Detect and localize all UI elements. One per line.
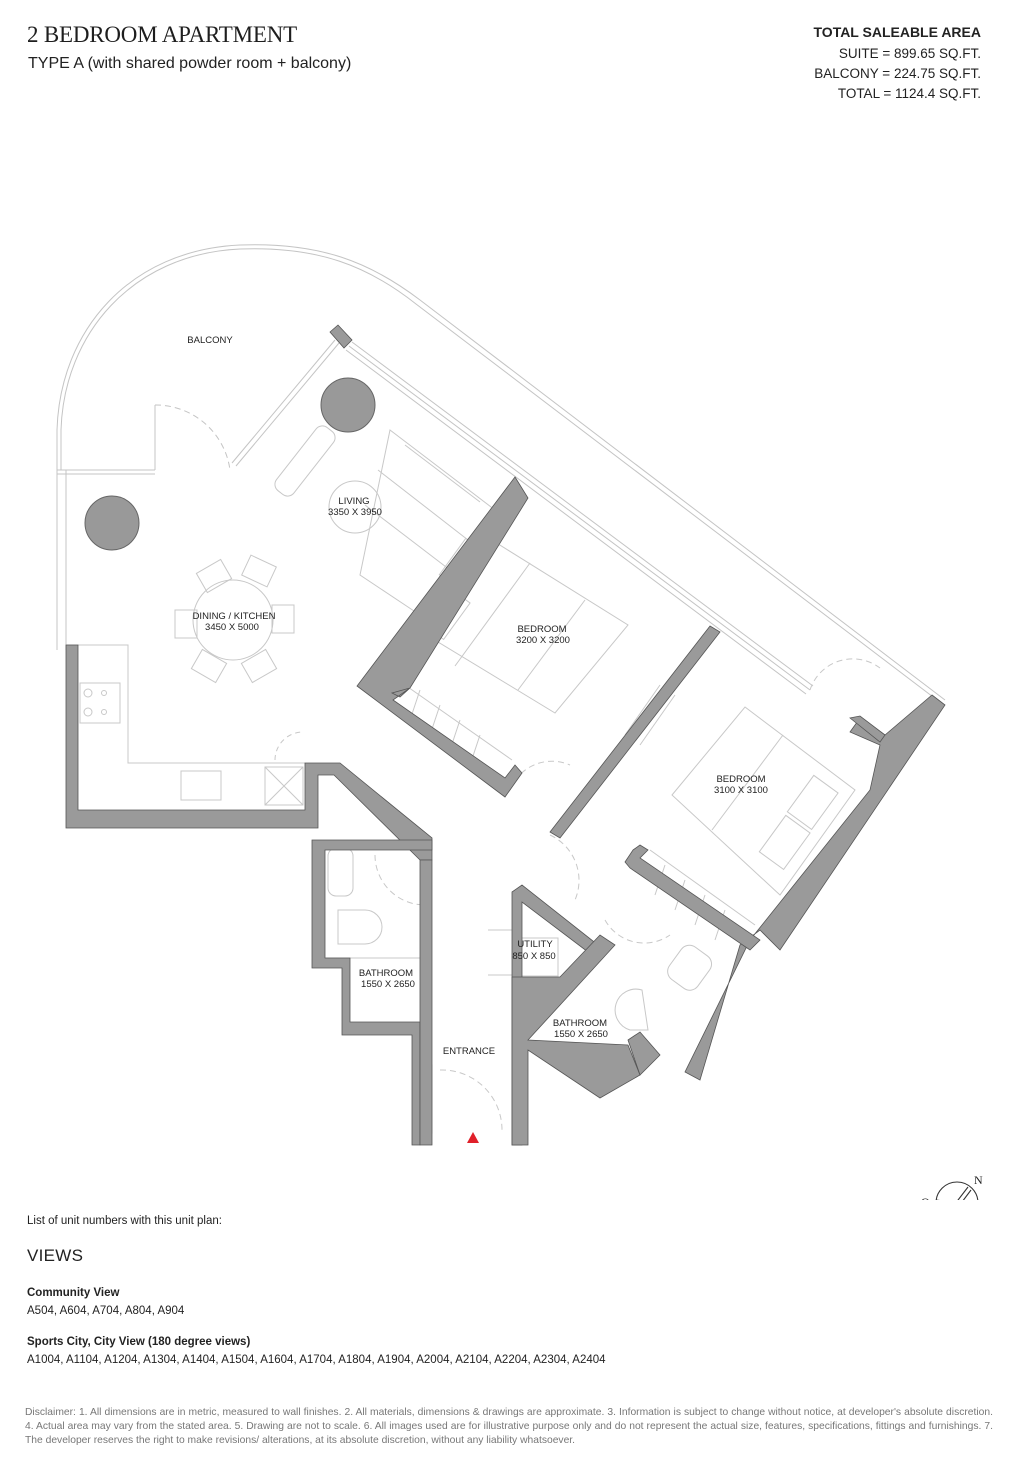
- bedroom1-dims: 3200 X 3200: [516, 635, 570, 646]
- views-heading: VIEWS: [27, 1246, 84, 1265]
- suite-area: SUITE = 899.65 SQ.FT.: [838, 46, 981, 61]
- unit-type-subtitle: TYPE A (with shared powder room + balcon…: [28, 55, 352, 72]
- dining-dims: 3450 X 5000: [205, 622, 259, 633]
- entry-marker-icon: [467, 1132, 479, 1143]
- total-area: TOTAL = 1124.4 SQ.FT.: [837, 86, 981, 101]
- saleable-area-panel: TOTAL SALEABLE AREA SUITE = 899.65 SQ.FT…: [814, 22, 982, 104]
- bathroom1-dims: 1550 X 2650: [361, 979, 415, 990]
- view-group-units: A1004, A1104, A1204, A1304, A1404, A1504…: [27, 1354, 606, 1366]
- bedroom1-label: BEDROOM: [517, 624, 566, 635]
- unit-list-intro: List of unit numbers with this unit plan…: [27, 1215, 222, 1227]
- column: [320, 377, 376, 433]
- bedroom2-dims: 3100 X 3100: [714, 785, 768, 796]
- view-group-units: A504, A604, A704, A804, A904: [27, 1305, 185, 1317]
- bathroom1-label: BATHROOM: [359, 968, 413, 979]
- compass-icon: [935, 1181, 979, 1200]
- balcony-label: BALCONY: [187, 335, 233, 346]
- compass-north: N: [974, 1173, 983, 1187]
- balcony-area: BALCONY = 224.75 SQ.FT.: [814, 66, 981, 81]
- bathroom2-label: BATHROOM: [553, 1018, 607, 1029]
- bedroom2-label: BEDROOM: [716, 774, 765, 785]
- living-dims: 3350 X 3950: [328, 507, 382, 518]
- disclaimer: Disclaimer: 1. All dimensions are in met…: [25, 1407, 993, 1446]
- balcony-outline: [56, 244, 946, 701]
- column: [84, 495, 140, 551]
- living-label: LIVING: [338, 496, 369, 507]
- view-group-name: Community View: [27, 1287, 120, 1299]
- area-heading: TOTAL SALEABLE AREA: [813, 24, 982, 40]
- page-title: 2 BEDROOM APARTMENT: [27, 22, 298, 47]
- dining-label: DINING / KITCHEN: [193, 611, 276, 622]
- bathroom2-dims: 1550 X 2650: [554, 1029, 608, 1040]
- utility-dims: 850 X 850: [512, 951, 555, 962]
- view-group-name: Sports City, City View (180 degree views…: [27, 1336, 251, 1348]
- utility-label: UTILITY: [517, 939, 553, 950]
- floor-plan: BALCONY LIVING 3350 X 3950 DINING / KITC…: [56, 244, 983, 1200]
- entrance-label: ENTRANCE: [443, 1046, 495, 1057]
- compass-west: Q: [921, 1195, 930, 1200]
